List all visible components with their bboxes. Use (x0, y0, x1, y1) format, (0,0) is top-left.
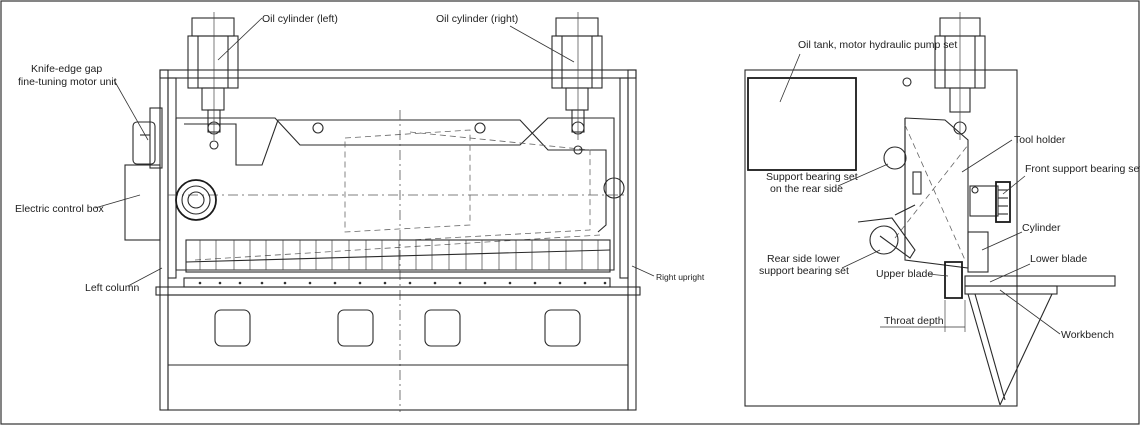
label-oil-cylinder-left: Oil cylinder (left) (262, 13, 338, 25)
label-cylinder: Cylinder (1022, 222, 1061, 234)
label-right-upright: Right upright (656, 272, 705, 282)
label-upper-blade: Upper blade (876, 268, 933, 280)
front-view (124, 12, 641, 412)
label-lower-blade: Lower blade (1030, 253, 1087, 265)
label-rear-lower-line1: Rear side lower (767, 253, 840, 265)
left-oil-cylinder (187, 12, 239, 140)
label-front-support: Front support bearing set (1025, 163, 1140, 175)
label-knife-gap-line2: fine-tuning motor unit (18, 76, 117, 88)
label-workbench: Workbench (1061, 329, 1114, 341)
label-oil-tank: Oil tank, motor hydraulic pump set (798, 39, 957, 51)
knife-gap-motor (132, 107, 163, 169)
label-tool-holder: Tool holder (1014, 134, 1066, 146)
label-rear-lower-line2: support bearing set (759, 265, 849, 277)
front-labels: Oil cylinder (left) Oil cylinder (right)… (15, 13, 705, 294)
label-throat-depth: Throat depth (884, 315, 944, 327)
side-oil-cylinder (934, 12, 986, 140)
right-oil-cylinder (551, 12, 603, 140)
side-labels: Oil tank, motor hydraulic pump set Tool … (759, 39, 1140, 341)
electric-control-box (124, 164, 161, 241)
label-support-rear-line2: on the rear side (770, 183, 843, 195)
side-view (744, 12, 1116, 407)
label-left-column: Left column (85, 282, 139, 294)
label-support-rear-line1: Support bearing set (766, 171, 858, 183)
label-knife-gap-line1: Knife-edge gap (31, 63, 102, 75)
label-electric-control-box: Electric control box (15, 203, 104, 215)
front-support-bearing (969, 181, 1011, 223)
oil-tank (747, 77, 857, 171)
label-oil-cylinder-right: Oil cylinder (right) (436, 13, 518, 25)
